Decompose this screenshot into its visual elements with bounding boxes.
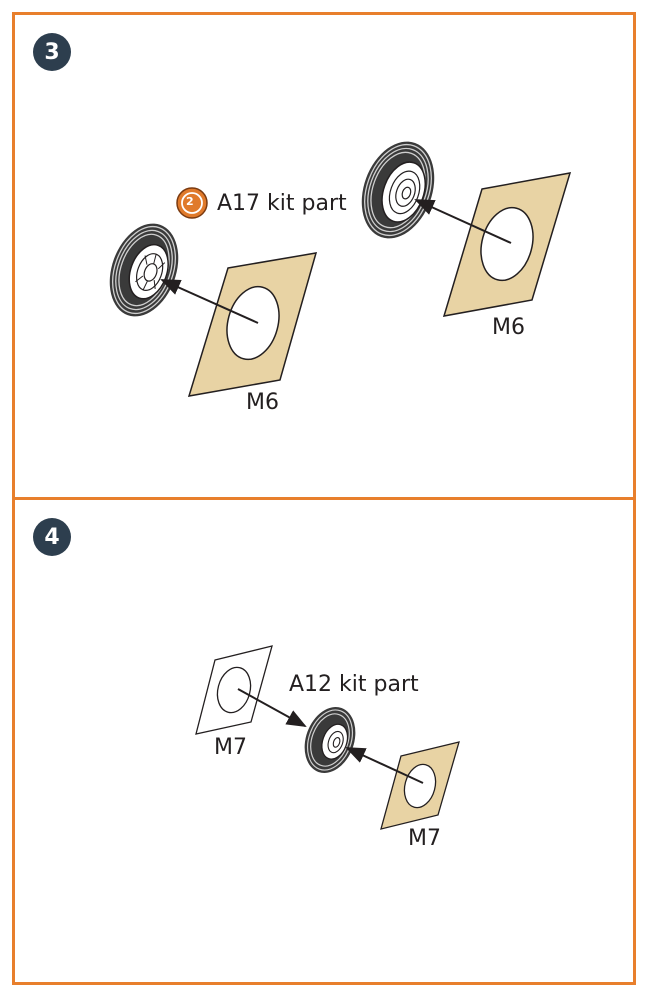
tail-wheel — [304, 707, 356, 773]
right-main-wheel — [361, 141, 435, 239]
step4-arrow-to-wheel — [237, 688, 307, 727]
a17-kit-part-label: A17 kit part — [217, 191, 347, 216]
a17-kit-part-badge-number: 2 — [186, 195, 194, 208]
outline-mask-label: M7 — [214, 735, 247, 760]
filled-mask-m7 — [380, 741, 460, 830]
a12-kit-part-label: A12 kit part — [289, 672, 419, 697]
left-main-wheel — [109, 223, 179, 317]
filled-mask-label: M7 — [408, 826, 441, 851]
outline-mask-m7 — [195, 645, 273, 735]
step-4-panel: 4 — [12, 497, 636, 985]
right-mask-label: M6 — [492, 315, 525, 340]
left-wheel-mask-m6 — [187, 252, 318, 397]
right-assembly-arrow — [414, 199, 512, 244]
step-3-number-badge: 3 — [33, 33, 71, 71]
left-assembly-arrow — [160, 279, 259, 324]
right-wheel-mask-m6 — [442, 172, 572, 317]
left-mask-label: M6 — [246, 390, 279, 415]
step4-arrow-from-mask — [345, 747, 424, 784]
step-4-number-badge: 4 — [33, 518, 71, 556]
a17-kit-part-icon — [176, 187, 208, 219]
